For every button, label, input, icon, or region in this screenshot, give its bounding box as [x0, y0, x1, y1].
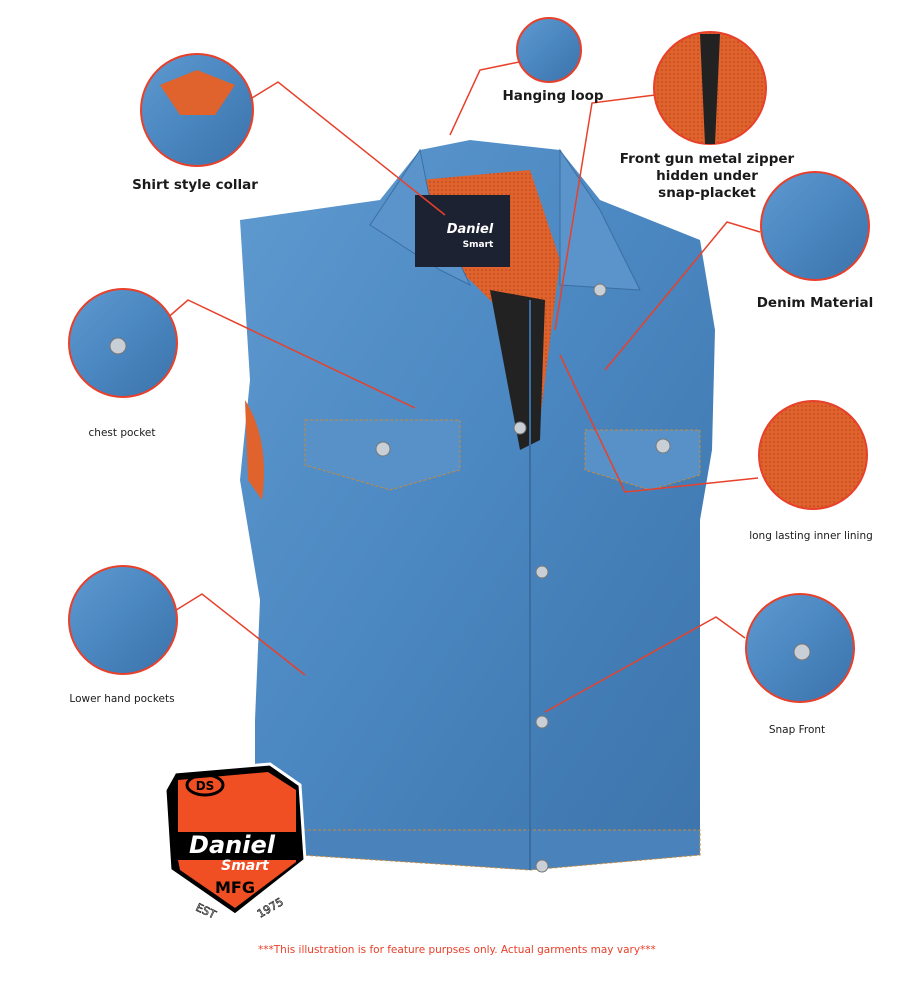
label-inner-lining: long lasting inner lining: [749, 530, 873, 542]
brand-label: [415, 195, 510, 267]
svg-text:MFG: MFG: [215, 878, 255, 897]
svg-text:EST: EST: [194, 901, 218, 922]
lining-detail-circle: [758, 400, 868, 510]
zipper: [490, 290, 545, 450]
label-zipper-line-1: Front gun metal zipper: [619, 151, 795, 167]
label-brand: Daniel: [447, 222, 494, 237]
label-shirt-collar: Shirt style collar: [132, 177, 258, 193]
label-lower-pockets: Lower hand pockets: [69, 693, 175, 705]
label-sub: Smart: [463, 240, 494, 250]
denim-detail-circle: [760, 171, 870, 281]
denim-vest: Daniel Smart: [240, 140, 715, 873]
svg-text:Daniel: Daniel: [189, 831, 276, 859]
disclaimer: ***This illustration is for feature purp…: [258, 944, 656, 956]
svg-text:DS: DS: [196, 779, 215, 793]
label-snap-front: Snap Front: [768, 724, 826, 736]
label-hanging-loop: Hanging loop: [502, 88, 604, 104]
label-chest-pocket: chest pocket: [88, 427, 156, 439]
callout-lines: [164, 61, 761, 713]
label-zipper: Front gun metal zipper hidden under snap…: [620, 151, 794, 202]
label-denim: Denim Material: [756, 295, 874, 311]
hanging-loop-detail-circle: [516, 17, 582, 83]
label-zipper-line-3: snap-placket: [658, 185, 756, 201]
lower-pocket-detail-circle: [68, 565, 178, 675]
label-zipper-line-2: hidden under: [656, 168, 758, 184]
svg-text:Smart: Smart: [221, 858, 270, 874]
svg-text:1975: 1975: [255, 895, 286, 920]
daniel-smart-logo: DS Daniel Smart MFG EST 1975: [163, 762, 307, 922]
